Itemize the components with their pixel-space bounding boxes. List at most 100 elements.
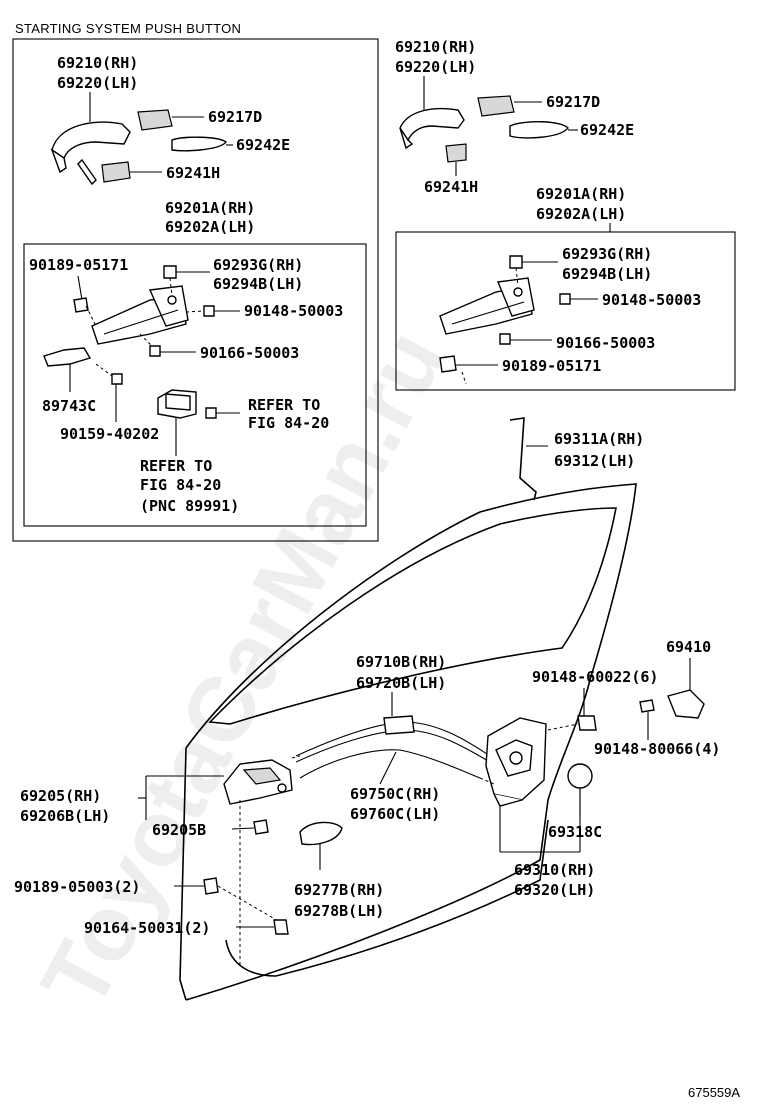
plug-icon: [567, 763, 593, 789]
handle-bezel-label: 69205B: [152, 821, 206, 839]
left-panel-inner-box: [23, 243, 367, 527]
left-screw-1-label: 90148-50003: [244, 302, 343, 320]
cable-upper-label-rh: 69710B(RH): [356, 653, 446, 671]
right-clip-icon: [439, 355, 457, 373]
inside-handle-icon: [223, 759, 293, 805]
right-frame-label-lh: 69202A(LH): [536, 205, 626, 223]
left-frame-label-rh: 69201A(RH): [165, 199, 255, 217]
striker-label: 69410: [666, 638, 711, 656]
left-screw-2-label: 90166-50003: [200, 344, 299, 362]
right-handle-frame-icon: [439, 277, 535, 335]
right-pad-h-label: 69241H: [424, 178, 478, 196]
cable-lower-leader: [379, 751, 397, 785]
left-bracket-label: 89743C: [42, 397, 96, 415]
left-screw-3-icon: [111, 373, 123, 385]
screw-2x-label: 90164-50031(2): [84, 919, 210, 937]
right-clip-dash: [461, 371, 467, 385]
section-title: STARTING SYSTEM PUSH BUTTON: [15, 21, 241, 36]
left-screw-2-dash: [139, 333, 153, 347]
inside-handle-label-lh: 69206B(LH): [20, 807, 110, 825]
left-clip-leader: [77, 275, 83, 301]
link-rod-label-lh: 69312(LH): [554, 452, 635, 470]
cable-end-dash-1: [291, 755, 301, 759]
cable-upper-clip-icon: [383, 715, 415, 735]
cover-pad-label-lh: 69278B(LH): [294, 902, 384, 920]
screw-2x-icon: [273, 919, 289, 935]
striker-screw-label: 90148-60022(6): [532, 668, 658, 686]
inside-handle-label-rh: 69205(RH): [20, 787, 101, 805]
door-outline: [179, 483, 637, 1001]
striker-bolt-label: 90148-80066(4): [594, 740, 720, 758]
left-frame-label-lh: 69202A(LH): [165, 218, 255, 236]
striker-bolt-icon: [639, 699, 655, 713]
left-screw-1-icon: [203, 305, 215, 317]
link-rod-icon: [509, 417, 537, 501]
left-outside-handle-icon: [50, 121, 131, 186]
left-handle-frame-icon: [91, 285, 189, 345]
right-handle-label-rh: 69210(RH): [395, 38, 476, 56]
left-pad-d-label: 69217D: [208, 108, 262, 126]
plug-label: 69318C: [548, 823, 602, 841]
right-pad-e-icon: [509, 121, 569, 139]
left-bracket-icon: [43, 347, 92, 367]
right-screw-1-icon: [559, 293, 571, 305]
left-pad-e-label: 69242E: [236, 136, 290, 154]
cover-pad-label-rh: 69277B(RH): [294, 881, 384, 899]
right-pad-e-label: 69242E: [580, 121, 634, 139]
right-pad-h-icon: [445, 143, 467, 163]
right-screw-2-icon: [499, 333, 511, 345]
cover-pad-icon: [299, 821, 343, 846]
left-screw-3-dash: [95, 363, 113, 377]
left-pad-h-label: 69241H: [166, 164, 220, 182]
left-frame-dash-2: [85, 305, 97, 327]
clip-2x-icon: [203, 877, 219, 895]
right-handle-label-lh: 69220(LH): [395, 58, 476, 76]
right-cover-icon: [509, 255, 523, 269]
handle-bezel-icon: [253, 819, 269, 835]
right-pad-d-icon: [477, 95, 515, 117]
left-refer-bottom-line1: REFER TO: [140, 457, 212, 475]
right-screw-1-label: 90148-50003: [602, 291, 701, 309]
cable-end-dash-2: [479, 777, 495, 785]
right-clip-label: 90189-05171: [502, 357, 601, 375]
left-cover-label-rh: 69293G(RH): [213, 256, 303, 274]
left-sensor-screw-icon: [205, 407, 217, 419]
left-handle-label-rh: 69210(RH): [57, 54, 138, 72]
right-cover-label-lh: 69294B(LH): [562, 265, 652, 283]
lock-assy-label-rh: 69310(RH): [514, 861, 595, 879]
cable-lower-icon: [299, 749, 481, 779]
cable-lower-label-lh: 69760C(LH): [350, 805, 440, 823]
left-refer-right-line1: REFER TO: [248, 396, 320, 414]
striker-icon: [667, 689, 705, 719]
left-pad-h-icon: [101, 161, 131, 183]
left-clip-icon: [73, 297, 89, 313]
right-panel-box: [395, 231, 736, 391]
left-pad-e-icon: [171, 136, 227, 152]
left-panel-outer-box: [12, 38, 379, 542]
striker-screw-icon: [577, 715, 597, 731]
cable-lower-label-rh: 69750C(RH): [350, 785, 440, 803]
left-refer-bottom-line3: (PNC 89991): [140, 497, 239, 515]
right-screw-2-label: 90166-50003: [556, 334, 655, 352]
left-cover-label-lh: 69294B(LH): [213, 275, 303, 293]
left-refer-bottom-line2: FIG 84-20: [140, 476, 221, 494]
right-outside-handle-icon: [399, 107, 465, 150]
link-rod-label-rh: 69311A(RH): [554, 430, 644, 448]
left-screw-1-dash: [185, 310, 205, 313]
right-frame-label-rh: 69201A(RH): [536, 185, 626, 203]
left-refer-right-line2: FIG 84-20: [248, 414, 329, 432]
lock-assy-label-lh: 69320(LH): [514, 881, 595, 899]
document-id: 675559A: [688, 1085, 740, 1100]
handle-bezel-leader: [231, 827, 255, 830]
left-screw-2-icon: [149, 345, 161, 357]
door-lock-assy-icon: [485, 717, 547, 807]
left-clip-label: 90189-05171: [29, 256, 128, 274]
right-pad-d-label: 69217D: [546, 93, 600, 111]
left-handle-label-lh: 69220(LH): [57, 74, 138, 92]
left-sensor-icon: [157, 389, 197, 419]
right-cover-label-rh: 69293G(RH): [562, 245, 652, 263]
clip-2x-label: 90189-05003(2): [14, 878, 140, 896]
clip-2x-dash: [217, 885, 281, 923]
left-screw-3-label: 90159-40202: [60, 425, 159, 443]
